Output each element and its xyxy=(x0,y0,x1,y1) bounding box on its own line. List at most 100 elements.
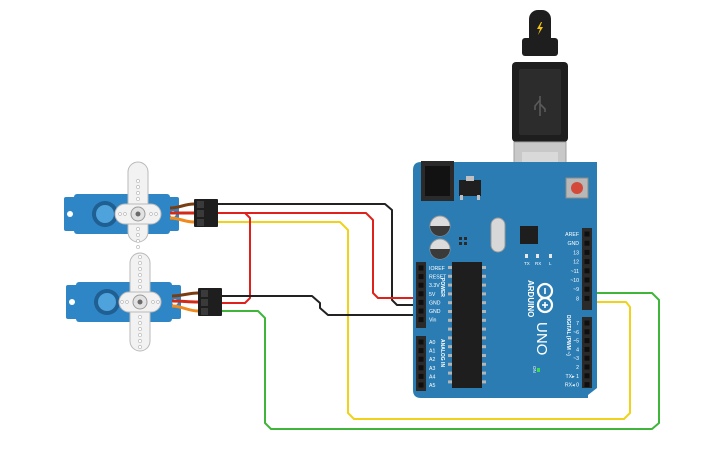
reset-button[interactable] xyxy=(565,177,589,199)
header-pin[interactable] xyxy=(418,356,424,362)
pin-label: IOREF xyxy=(429,266,445,272)
wire-power-top[interactable] xyxy=(217,212,421,299)
arduino-logo-icon xyxy=(536,282,554,314)
header-pin[interactable] xyxy=(584,320,590,326)
power-header-title: POWER xyxy=(439,278,445,297)
digital-header-top[interactable]: AREF GND 13 12 ~11 ~10 ~9 8 xyxy=(565,228,592,310)
arduino-board[interactable]: TX RX L ARDUINO UNO ON POWER ANALOG IN D… xyxy=(413,161,597,398)
header-pin[interactable] xyxy=(584,268,590,274)
pin-label: ~5 xyxy=(573,339,579,345)
pin-label: 3.3V xyxy=(429,283,440,289)
digital-header-title: DIGITAL (PWM ~) xyxy=(565,315,571,356)
pin-label: 4 xyxy=(576,347,579,353)
rx-label: RX xyxy=(535,261,541,266)
pin-label: 2 xyxy=(576,365,579,371)
icsp-header xyxy=(459,237,467,245)
header-pin[interactable] xyxy=(584,346,590,352)
header-pin[interactable] xyxy=(418,308,424,314)
pin-label: ~10 xyxy=(570,278,579,284)
pin-label: TX▸ 1 xyxy=(565,374,579,380)
header-pin[interactable] xyxy=(584,338,590,344)
pin-label: 8 xyxy=(576,296,579,302)
servo-cable xyxy=(171,291,199,313)
pin-label: A4 xyxy=(429,374,435,380)
voltage-regulator xyxy=(459,176,481,200)
header-pin[interactable] xyxy=(584,355,590,361)
pin-label: AREF xyxy=(565,232,579,238)
analog-header-title: ANALOG IN xyxy=(439,339,445,367)
pin-label: 12 xyxy=(573,260,579,266)
capacitors xyxy=(429,215,451,260)
pin-label: 5V xyxy=(429,292,436,298)
header-pin[interactable] xyxy=(584,231,590,237)
header-pin[interactable] xyxy=(418,348,424,354)
header-pin[interactable] xyxy=(584,286,590,292)
pin-label: GND xyxy=(429,300,441,306)
header-pin[interactable] xyxy=(418,265,424,271)
pin-label: RESET xyxy=(429,275,447,281)
header-pin[interactable] xyxy=(584,277,590,283)
servo-cable xyxy=(169,202,195,224)
pin-label: Vin xyxy=(429,318,437,324)
header-pin[interactable] xyxy=(418,365,424,371)
crystal-oscillator xyxy=(490,217,506,253)
power-header[interactable]: IOREF RESET 3.3V 5V GND GND Vin xyxy=(416,262,447,328)
pin-label: A3 xyxy=(429,366,435,372)
l-label: L xyxy=(549,261,552,266)
header-pin[interactable] xyxy=(584,249,590,255)
pin-label: A5 xyxy=(429,383,435,389)
wire-signal-top[interactable] xyxy=(217,221,631,420)
tx-label: TX xyxy=(524,261,530,266)
wire-ground-top[interactable] xyxy=(217,203,421,306)
brand-label: ARDUINO xyxy=(526,280,535,317)
header-pin[interactable] xyxy=(418,299,424,305)
microcontroller-chip xyxy=(448,262,486,388)
header-pin[interactable] xyxy=(584,382,590,388)
pin-label: GND xyxy=(567,241,579,247)
wire-signal-bottom[interactable] xyxy=(221,292,660,430)
header-pin[interactable] xyxy=(418,274,424,280)
usb-interface-chip xyxy=(520,226,538,244)
on-led xyxy=(537,368,540,372)
header-pin[interactable] xyxy=(584,373,590,379)
power-jack xyxy=(421,161,454,201)
on-label: ON xyxy=(532,366,537,373)
pin-label: A1 xyxy=(429,349,435,355)
pin-label: ~11 xyxy=(571,269,580,275)
header-pin[interactable] xyxy=(584,295,590,301)
pin-label: 7 xyxy=(576,321,579,327)
pin-label: 13 xyxy=(573,250,579,256)
servo-connector[interactable] xyxy=(194,199,218,227)
wire-layer xyxy=(217,203,660,430)
pin-label: A2 xyxy=(429,357,435,363)
header-pin[interactable] xyxy=(418,382,424,388)
pin-label: ~9 xyxy=(573,287,579,293)
wire-power-bridge[interactable] xyxy=(217,212,251,304)
usb-symbol-icon xyxy=(534,96,546,116)
pin-label: ~6 xyxy=(573,330,579,336)
servo-motor-top[interactable] xyxy=(64,161,218,249)
pin-label: ~3 xyxy=(573,356,579,362)
header-pin[interactable] xyxy=(418,291,424,297)
status-leds xyxy=(525,254,552,258)
servo-connector[interactable] xyxy=(198,288,222,316)
header-pin[interactable] xyxy=(584,329,590,335)
wire-ground-bottom[interactable] xyxy=(221,295,421,316)
header-pin[interactable] xyxy=(584,240,590,246)
header-pin[interactable] xyxy=(418,317,424,323)
digital-header-bottom[interactable]: 7 ~6 ~5 4 ~3 2TX▸ 1 RX◂ 0 xyxy=(565,317,592,389)
pin-label: GND xyxy=(429,309,441,315)
header-pin[interactable] xyxy=(418,373,424,379)
header-pin[interactable] xyxy=(584,259,590,265)
servo-motor-bottom[interactable] xyxy=(66,252,222,352)
pin-label: A0 xyxy=(429,340,435,346)
lightning-bolt-icon xyxy=(537,22,543,35)
model-label: UNO xyxy=(533,322,550,355)
header-pin[interactable] xyxy=(418,339,424,345)
header-pin[interactable] xyxy=(418,282,424,288)
header-pin[interactable] xyxy=(584,364,590,370)
pin-label: RX◂ 0 xyxy=(565,383,579,389)
